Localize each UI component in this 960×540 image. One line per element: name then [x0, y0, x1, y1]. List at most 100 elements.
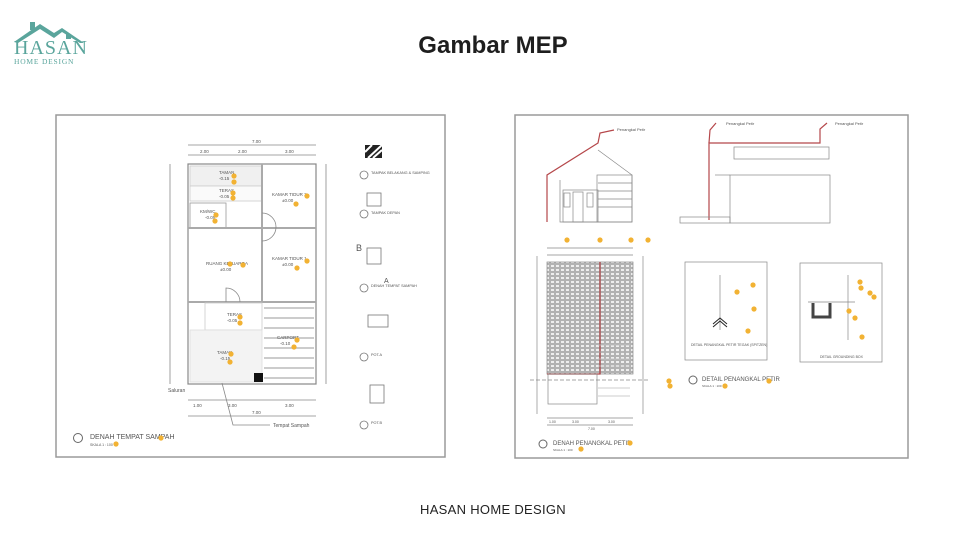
left-scale: SKALA 1 : 100	[90, 443, 113, 447]
dim-total-bottom: 7.00	[252, 410, 261, 415]
house-roof-icon	[14, 22, 84, 43]
right-sheet: Penangkal Petir Penangkal Petir Penangka…	[514, 114, 909, 459]
dim: 1.00	[193, 403, 202, 408]
marker-dot	[231, 173, 237, 179]
marker-dot	[722, 383, 728, 389]
saluran-label: Saluran	[168, 388, 185, 394]
marker-dot	[293, 201, 299, 207]
section-mark-a: A	[384, 278, 389, 285]
caption-symbol	[688, 375, 698, 385]
legend	[359, 144, 389, 430]
marker-dot	[597, 237, 603, 243]
logo-name: HASAN	[14, 37, 88, 59]
marker-dot	[291, 344, 297, 350]
marker-dot	[667, 383, 673, 389]
legend-label: DENAH TEMPAT SAMPAH	[371, 284, 417, 288]
marker-dot	[564, 237, 570, 243]
marker-dot	[304, 193, 310, 199]
detail-box-1-label: DETAIL PENANGKAL PETIR TEGAK (SPITZEN)	[691, 343, 767, 347]
dim: 3.00	[285, 149, 294, 154]
marker-dot	[227, 261, 233, 267]
dim: 3.00	[572, 420, 579, 424]
room-level: -0.10	[280, 341, 291, 346]
marker-dot	[227, 359, 233, 365]
detail-scale: SKALA 1 : 100	[702, 384, 722, 388]
room-level: -0.05	[205, 215, 216, 220]
caption-symbol	[73, 433, 83, 443]
detail-box-grounding	[799, 262, 883, 363]
logo-subtitle: HOME DESIGN	[14, 57, 75, 66]
plan-scale: SKALA 1 : 100	[553, 448, 573, 452]
marker-dot	[645, 237, 651, 243]
caption-symbol	[538, 439, 548, 449]
marker-dot	[857, 279, 863, 285]
callout-penangkal-petir: Penangkal Petir	[835, 121, 864, 126]
lightning-plan	[530, 247, 650, 426]
marker-dot	[628, 237, 634, 243]
detail-box-spitzen	[684, 261, 768, 361]
marker-dot	[294, 337, 300, 343]
plan-dimensions-right: 1.00 3.00 3.00 7.00	[549, 420, 615, 431]
marker-dot	[113, 441, 119, 447]
marker-dot	[867, 290, 873, 296]
marker-dot	[745, 328, 751, 334]
room-level: ±0.00	[220, 267, 232, 272]
dim: 3.00	[608, 420, 615, 424]
floor-plan	[169, 144, 327, 426]
room-name: KM/WC	[200, 209, 216, 214]
dim: 2.00	[238, 149, 247, 154]
room-name: RUANG KELUARGA	[206, 261, 248, 266]
footer-brand: HASAN HOME DESIGN	[420, 502, 566, 517]
dim-total-top: 7.00	[252, 139, 261, 144]
legend-label: POT.B	[371, 421, 382, 425]
marker-dot	[304, 258, 310, 264]
room-level: -0.05	[219, 194, 230, 199]
room-name: TAMAN	[219, 170, 234, 175]
marker-dot	[240, 262, 246, 268]
dim: 2.00	[200, 149, 209, 154]
plan-dimensions: 7.00 2.00 2.00 3.00 1.00 3.00 3.00 7.00	[193, 139, 294, 415]
room-name: TERAS	[227, 312, 242, 317]
marker-dot	[230, 190, 236, 196]
marker-dot	[766, 378, 772, 384]
legend-label: TAMPAK BELAKANG & SAMPING	[371, 171, 430, 175]
room-name: TERAS	[219, 188, 234, 193]
legend-label: TAMPAK DEPAN	[371, 211, 400, 215]
left-caption: DENAH TEMPAT SAMPAH	[90, 434, 175, 441]
left-sheet: 7.00 2.00 2.00 3.00 1.00 3.00 3.00 7.00 …	[55, 114, 446, 458]
callouts: Penangkal Petir Penangkal Petir Penangka…	[617, 121, 864, 132]
marker-dot	[627, 440, 633, 446]
marker-dot	[734, 289, 740, 295]
room-level: -0.05	[227, 318, 238, 323]
plan-caption: DENAH PENANGKAL PETIR	[553, 441, 632, 447]
side-elevation	[679, 122, 831, 224]
detail-box-2-label: DETAIL GROUNDING BOX	[820, 355, 864, 359]
marker-dot	[750, 282, 756, 288]
marker-dot	[213, 212, 219, 218]
marker-dot	[294, 265, 300, 271]
section-mark-b: B	[356, 243, 362, 253]
marker-dot	[237, 320, 243, 326]
room-name: KAMAR TIDUR 2	[272, 192, 307, 197]
dim: 3.00	[228, 403, 237, 408]
room-level: ±0.00	[282, 262, 294, 267]
marker-dot	[859, 334, 865, 340]
marker-dot	[212, 218, 218, 224]
dim: 7.00	[588, 427, 595, 431]
marker-dot	[158, 435, 164, 441]
legend-label: POT.A	[371, 353, 382, 357]
room-name: KAMAR TIDUR 1	[272, 256, 307, 261]
legend-labels: TAMPAK BELAKANG & SAMPING TAMPAK DEPAN D…	[371, 171, 430, 425]
room-level: -0.15	[219, 176, 230, 181]
marker-dot	[846, 308, 852, 314]
page-title: Gambar MEP	[418, 32, 568, 59]
callout-penangkal-petir: Penangkal Petir	[726, 121, 755, 126]
marker-dot	[751, 306, 757, 312]
room-labels: TAMAN -0.15 TERAS -0.05 KM/WC -0.05 KAMA…	[200, 170, 307, 361]
marker-dot	[231, 179, 237, 185]
marker-dot	[666, 378, 672, 384]
dim: 1.00	[549, 420, 556, 424]
marker-dot	[871, 294, 877, 300]
room-level: -0.15	[220, 356, 231, 361]
